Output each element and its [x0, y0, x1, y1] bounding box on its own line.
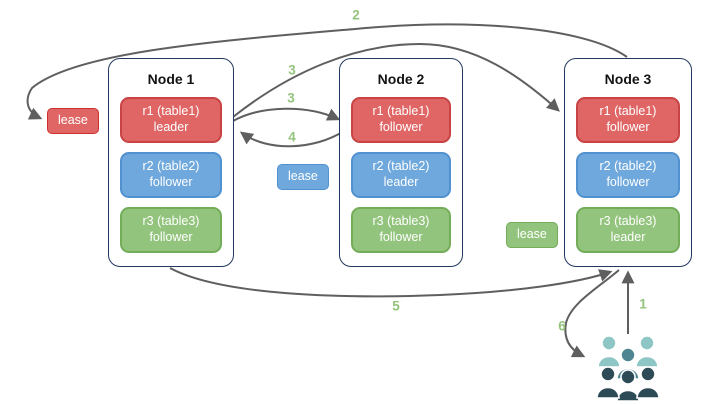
arrow-step-3-replicate-to-node3 [232, 42, 560, 118]
replica-r2-table2: r2 (table2) leader [351, 152, 451, 198]
replica-r3-table3: r3 (table3) follower [120, 207, 222, 253]
step-label-3b: 3 [287, 90, 295, 106]
arrow-step-5-forward-to-node3 [169, 267, 613, 298]
step-label-1: 1 [639, 296, 647, 312]
replica-name: r2 (table2) [142, 159, 200, 174]
replica-r3-table3: r3 (table3) follower [351, 207, 451, 253]
replica-name: r3 (table3) [142, 214, 200, 229]
replica-r1-table1: r1 (table1) follower [351, 97, 451, 143]
step-label-6: 6 [558, 318, 566, 334]
lease-badge-red: lease [47, 108, 99, 134]
node-box-3: Node 3 r1 (table1) follower r2 (table2) … [564, 58, 692, 267]
node-title: Node 1 [147, 71, 195, 87]
replica-role: follower [379, 120, 423, 134]
arrow-step-6-response-to-client [564, 269, 620, 358]
replica-name: r3 (table3) [599, 214, 657, 229]
replica-name: r1 (table1) [372, 104, 430, 119]
step-label-5: 5 [392, 298, 400, 314]
replica-name: r2 (table2) [599, 159, 657, 174]
step-label-4: 4 [288, 129, 296, 145]
replica-r1-table1: r1 (table1) leader [120, 97, 222, 143]
replica-name: r1 (table1) [599, 104, 657, 119]
replica-r2-table2: r2 (table2) follower [120, 152, 222, 198]
replica-role: follower [379, 230, 423, 244]
node-title: Node 2 [377, 71, 425, 87]
replica-role: follower [149, 230, 193, 244]
node-box-2: Node 2 r1 (table1) follower r2 (table2) … [339, 58, 463, 267]
node-title: Node 3 [604, 71, 652, 87]
lease-badge-blue: lease [277, 164, 329, 190]
step-label-3a: 3 [288, 62, 296, 78]
replica-role: leader [610, 230, 646, 244]
lease-badge-green: lease [506, 222, 558, 248]
arrow-step-3-replicate-to-node2 [232, 107, 341, 122]
replica-role: follower [606, 175, 650, 189]
node-box-1: Node 1 r1 (table1) leader r2 (table2) fo… [108, 58, 234, 267]
arrow-step-2-lease-grant [26, 23, 628, 120]
replica-r1-table1: r1 (table1) follower [576, 97, 680, 143]
replica-r3-table3: r3 (table3) leader [576, 207, 680, 253]
replica-r2-table2: r2 (table2) follower [576, 152, 680, 198]
replica-name: r2 (table2) [372, 159, 430, 174]
replica-role: leader [383, 175, 419, 189]
replica-role: follower [149, 175, 193, 189]
arrow-step-4-ack-to-node1 [239, 130, 345, 148]
step-label-2: 2 [352, 7, 360, 23]
replica-name: r3 (table3) [372, 214, 430, 229]
replica-name: r1 (table1) [142, 104, 200, 119]
users-group-icon [596, 335, 660, 402]
replica-role: follower [606, 120, 650, 134]
replica-role: leader [153, 120, 189, 134]
